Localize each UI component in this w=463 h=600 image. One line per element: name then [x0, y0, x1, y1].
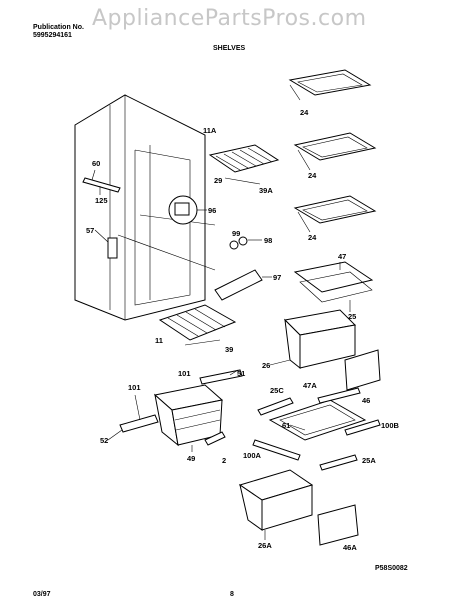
callout-25a: 25A [362, 456, 376, 465]
wire-basket-49 [153, 384, 224, 452]
callout-47: 47 [338, 252, 346, 261]
callout-24c: 24 [308, 233, 317, 242]
part-57 [94, 229, 118, 259]
callout-100a: 100A [243, 451, 262, 460]
callout-125: 125 [95, 196, 108, 205]
callout-96: 96 [208, 206, 216, 215]
callout-25: 25 [348, 312, 356, 321]
drawer-front-46 [344, 349, 381, 391]
callout-57: 57 [86, 226, 94, 235]
callout-98: 98 [264, 236, 272, 245]
callout-52: 52 [100, 436, 108, 445]
callout-49: 49 [187, 454, 195, 463]
glass-shelf-24b [293, 132, 377, 171]
callout-97: 97 [273, 273, 281, 282]
watermark: AppliancePartsPros.com [92, 6, 367, 31]
parts-99-98 [229, 236, 262, 250]
part-2 [204, 431, 226, 446]
callout-51: 51 [237, 369, 245, 378]
publication-label: Publication No. [33, 24, 84, 31]
callout-24b: 24 [308, 171, 317, 180]
part-96-detail [168, 195, 207, 225]
crisper-drawer-26a [238, 469, 314, 540]
crisper-drawer-26 [269, 309, 357, 370]
callout-47a: 47A [303, 381, 317, 390]
diagram-id: P58S0082 [375, 565, 408, 572]
footer-date: 03/97 [33, 591, 51, 598]
callout-61: 61 [282, 421, 290, 430]
section-title: SHELVES [213, 45, 246, 52]
rail-51 [199, 369, 243, 385]
page-number: 8 [230, 591, 234, 598]
crisper-cover-61 [252, 387, 381, 471]
drawer-front-46a [317, 504, 359, 546]
callout-39: 39 [225, 345, 233, 354]
callout-39a: 39A [259, 186, 273, 195]
callout-11a: 11A [203, 126, 217, 135]
callout-26a: 26A [258, 541, 272, 550]
callout-24a: 24 [300, 108, 309, 117]
callout-99: 99 [232, 229, 240, 238]
callout-100b: 100B [381, 421, 400, 430]
publication-number: 5995294161 [33, 32, 72, 39]
callout-2: 2 [222, 456, 226, 465]
callout-25c: 25C [270, 386, 284, 395]
wire-shelf-11a [208, 144, 280, 185]
callout-101b: 101 [128, 383, 141, 392]
callout-26: 26 [262, 361, 270, 370]
glass-shelf-24c [293, 195, 377, 233]
shelf-bracket-60 [82, 169, 121, 195]
callout-46a: 46A [343, 543, 357, 552]
callout-60: 60 [92, 159, 100, 168]
part-97 [214, 269, 272, 301]
shelf-frame-47 [293, 261, 374, 312]
callout-46: 46 [362, 396, 370, 405]
callout-11: 11 [155, 336, 163, 345]
slide-52 [107, 394, 159, 441]
callout-29: 29 [214, 176, 222, 185]
glass-shelf-24a [288, 69, 372, 101]
callout-101a: 101 [178, 369, 191, 378]
wire-shelf-11 [158, 304, 237, 346]
